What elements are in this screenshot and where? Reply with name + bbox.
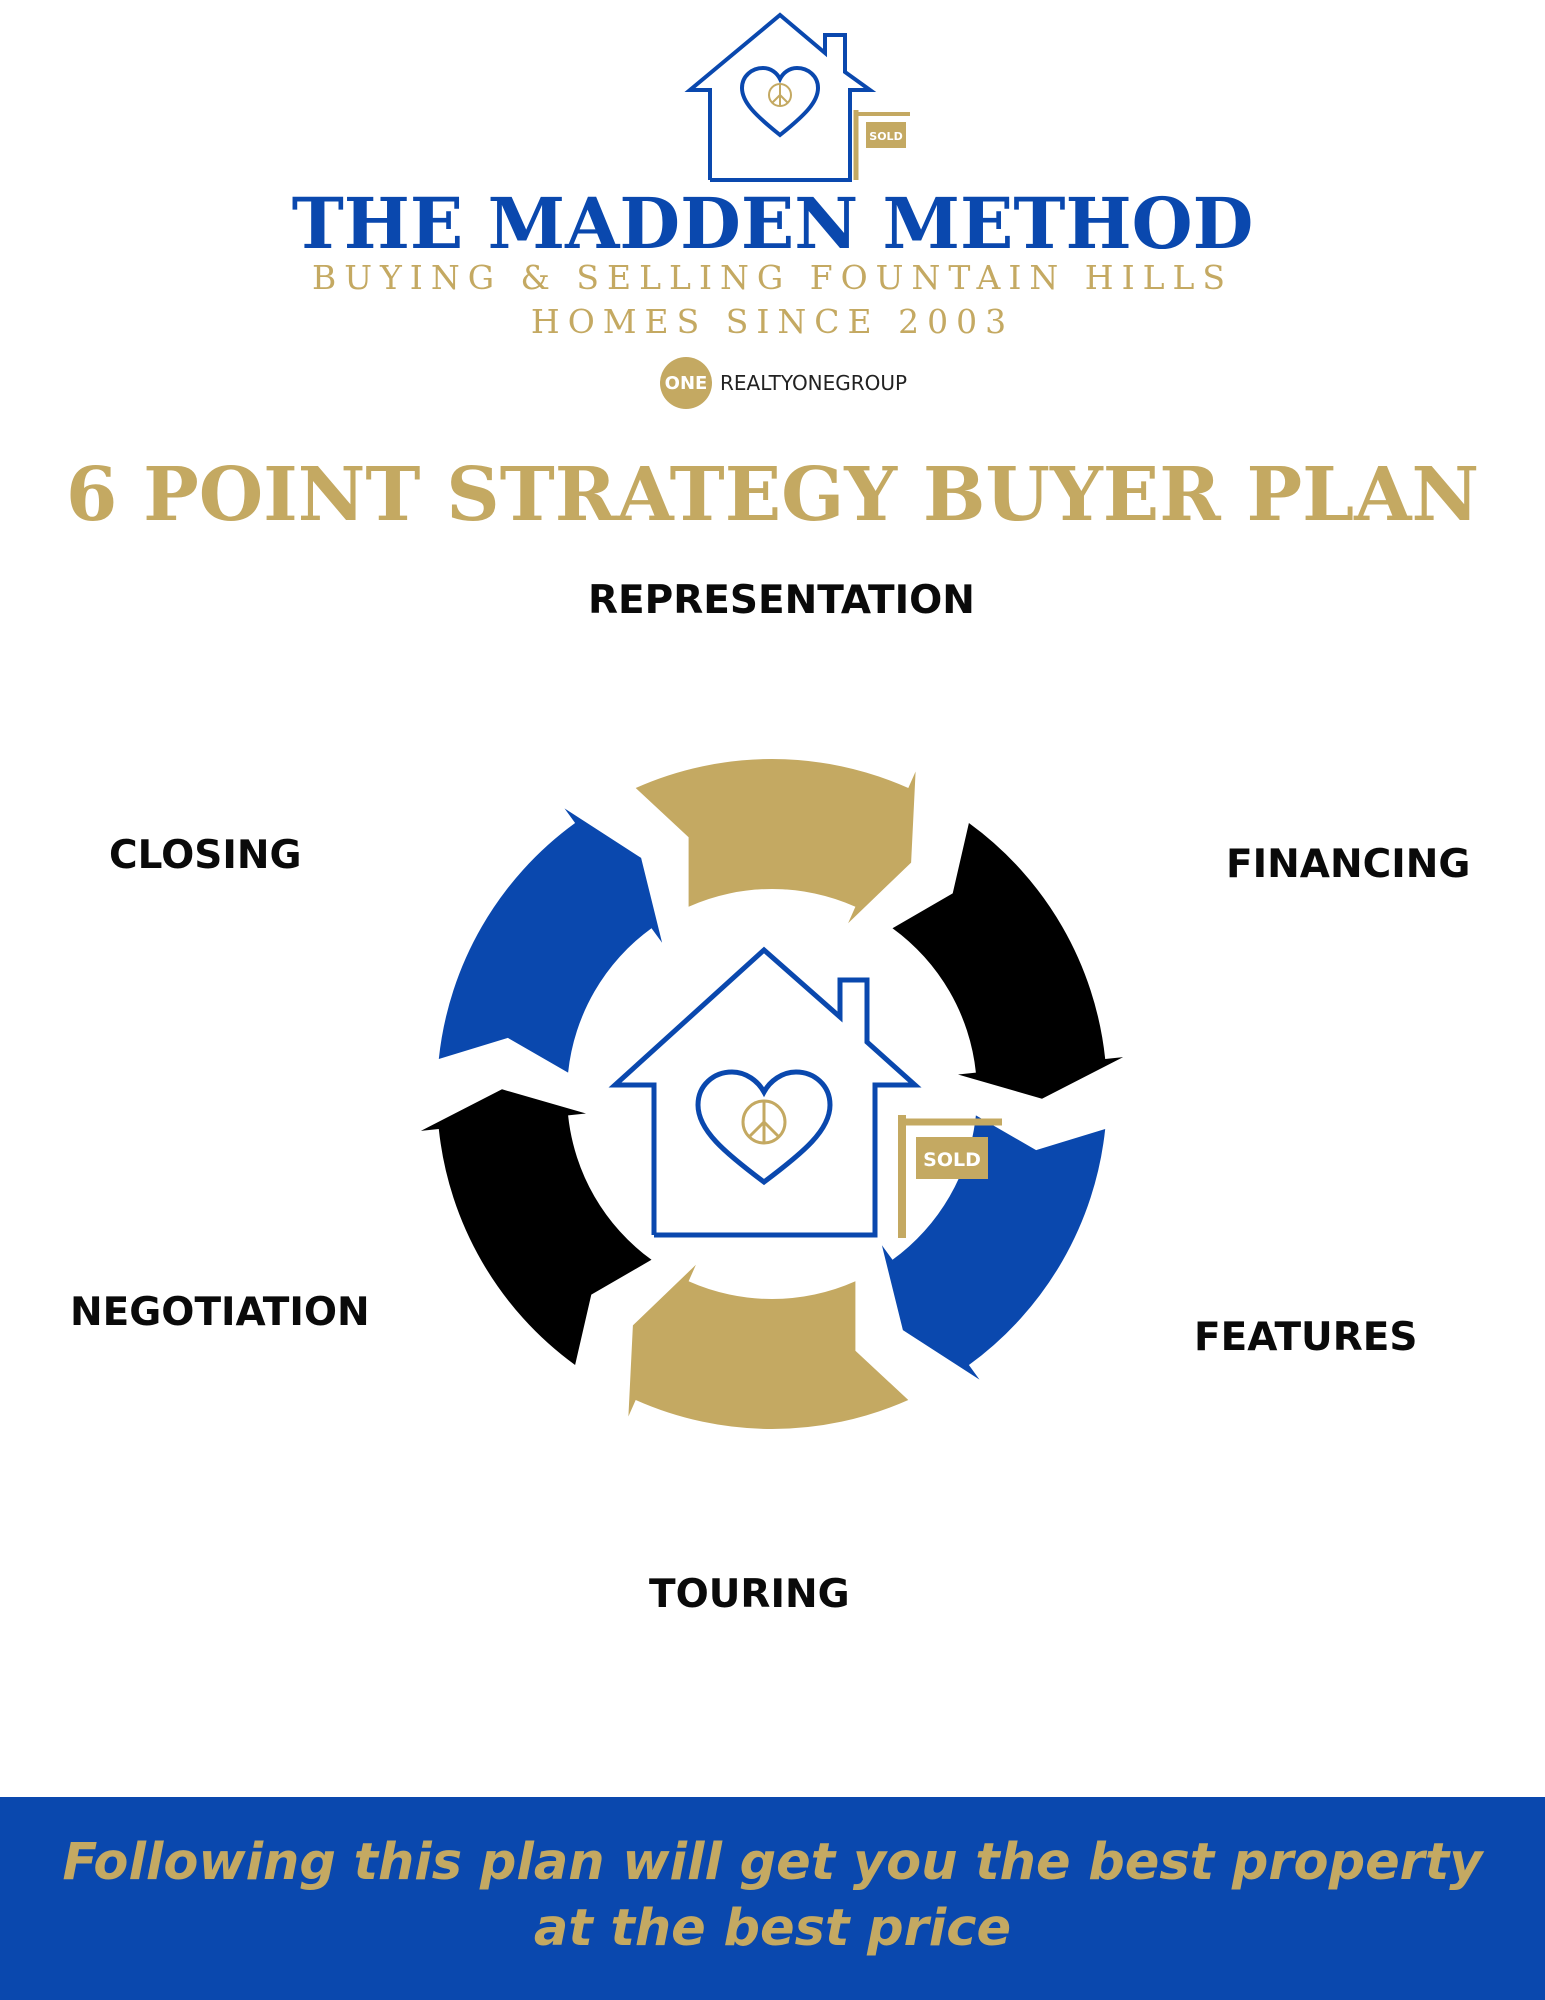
center-peace-sign-icon: [741, 1099, 787, 1145]
arrow-segment-representation: [635, 759, 916, 924]
logo-sold-text: SOLD: [869, 130, 902, 143]
heart-icon: [739, 65, 821, 138]
step-label-financing: FINANCING: [1226, 842, 1471, 887]
center-heart-icon: [695, 1069, 833, 1186]
step-label-features: FEATURES: [1194, 1315, 1418, 1360]
arrow-segment-negotiation: [420, 1089, 652, 1365]
brokerage-logo: ONE REALTYONEGROUP: [660, 357, 908, 409]
one-badge: ONE: [660, 357, 712, 409]
sold-sign-icon: SOLD: [853, 110, 910, 180]
step-label-negotiation: NEGOTIATION: [70, 1290, 370, 1335]
brand-title: THE MADDEN METHOD: [291, 182, 1254, 265]
center-sold-sign-icon: SOLD: [898, 1115, 1002, 1238]
brand-tagline-line2: HOMES SINCE 2003: [530, 302, 1015, 341]
footer-line-2: at the best price: [533, 1899, 1012, 1958]
step-label-closing: CLOSING: [109, 833, 302, 878]
brokerage-name: REALTYONEGROUP: [720, 371, 908, 395]
plan-title: 6 POINT STRATEGY BUYER PLAN: [65, 452, 1480, 538]
step-label-touring: TOURING: [649, 1572, 850, 1617]
footer-message: Following this plan will get you the bes…: [0, 1830, 1545, 1962]
cycle-arrows: [420, 759, 1124, 1429]
footer-line-1: Following this plan will get you the bes…: [62, 1833, 1483, 1892]
arrow-segment-features: [881, 1115, 1106, 1380]
peace-sign-icon: [768, 83, 792, 107]
arrow-segment-touring: [628, 1264, 909, 1429]
center-house-icon: SOLD: [608, 946, 1002, 1238]
brand-tagline-line1: BUYING & SELLING FOUNTAIN HILLS: [311, 258, 1234, 297]
footer-band: [0, 1797, 1545, 2000]
house-logo-icon: SOLD: [684, 12, 910, 182]
center-sold-text: SOLD: [923, 1149, 981, 1171]
arrow-segment-closing: [438, 808, 663, 1073]
step-label-representation: REPRESENTATION: [588, 578, 975, 623]
strategy-cycle-diagram: SOLD: [420, 759, 1124, 1429]
arrow-segment-financing: [892, 823, 1124, 1099]
